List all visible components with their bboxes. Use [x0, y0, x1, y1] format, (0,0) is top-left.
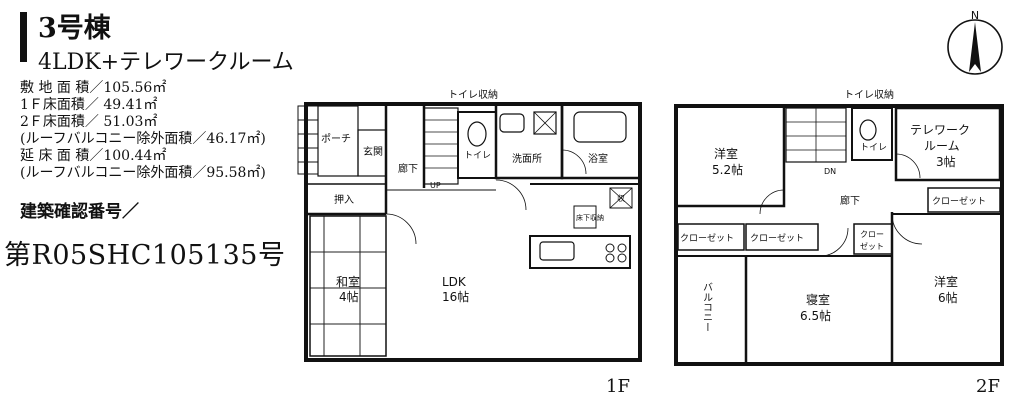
compass-north-label: N	[971, 9, 979, 22]
floor2-dn-label: DN	[824, 167, 836, 176]
floor2-western1-label: 洋室	[714, 146, 738, 161]
floor1-washroom-label: 洗面所	[512, 153, 542, 165]
building-title: 3号棟	[38, 13, 111, 44]
floor2-telework-size: 3帖	[936, 154, 956, 169]
floor1-hallway-label: 廊下	[398, 162, 418, 175]
spec-site-area: 敷 地 面 積／105.56㎡	[20, 80, 167, 96]
compass: N	[947, 9, 1003, 75]
floor1-floor-label: 1F	[606, 376, 630, 397]
floor1-washitsu-label: 和室	[336, 274, 360, 289]
floor2-balcony-label: バルコニー	[701, 282, 713, 332]
spec-2f-excl-area: (ルーフバルコニー除外面積／46.17㎡)	[20, 131, 266, 147]
floor1-ldk-size: 16帖	[442, 289, 469, 304]
floor1-entrance-label: 玄関	[363, 145, 383, 158]
floor1-closet-label: 押入	[334, 193, 354, 206]
floor2-bedroom-label: 寝室	[806, 292, 830, 307]
floor1-toilet-label: トイレ	[464, 151, 491, 161]
floor2-western2-label: 洋室	[934, 274, 958, 289]
floor2-bedroom-size: 6.5帖	[800, 308, 831, 323]
floor2-closet-a-label: クローゼット	[680, 232, 734, 244]
floor2-telework-room-label: ルーム	[924, 139, 960, 153]
floor1-porch-label: ポーチ	[321, 133, 351, 145]
spec-1f-area: 1Ｆ床面積／ 49.41㎡	[20, 97, 158, 113]
floor1-storage-label: 収	[617, 193, 625, 203]
floor1-outer-wall	[304, 102, 642, 362]
floor2-closet-c-label: クローゼット	[932, 195, 986, 207]
floor2-telework-label: テレワーク	[910, 123, 970, 137]
floor1-washitsu-size: 4帖	[339, 289, 359, 304]
floor1-plan	[297, 102, 642, 362]
layout-subtitle: 4LDK+テレワークルーム	[38, 50, 294, 75]
confirmation-label: 建築確認番号／	[20, 202, 139, 222]
confirmation-number: 第R05SHC105135号	[4, 240, 286, 271]
floor1-bathroom-label: 浴室	[588, 152, 608, 165]
floor2-closet-d-line2: ゼット	[860, 241, 884, 251]
floor1-ldk-label: LDK	[442, 275, 467, 289]
floor2-plan	[674, 104, 1004, 366]
floor2-hallway-label: 廊下	[840, 194, 860, 207]
floor2-closet-d-line1: クロー	[860, 230, 884, 239]
floor2-western1-size: 5.2帖	[712, 162, 743, 177]
floor1-up-label: UP	[430, 181, 441, 190]
floor2-closet-b-label: クローゼット	[750, 232, 804, 244]
floor1-toilet-storage-label: トイレ収納	[448, 88, 498, 101]
title-bar-accent	[20, 12, 27, 62]
floor2-toilet-storage-label: トイレ収納	[844, 88, 894, 101]
floor2-western2-size: 6帖	[938, 290, 958, 305]
spec-total-excl-area: (ルーフバルコニー除外面積／95.58㎡)	[20, 165, 266, 181]
floor2-outer-wall	[674, 104, 1004, 366]
floor1-under-floor-label: 床下収納	[576, 213, 604, 222]
floor2-floor-label: 2F	[976, 376, 1000, 397]
spec-total-area: 延 床 面 積／100.44㎡	[20, 148, 167, 164]
floor2-toilet-label: トイレ	[860, 143, 887, 153]
spec-2f-area: 2Ｆ床面積／ 51.03㎡	[20, 114, 158, 130]
